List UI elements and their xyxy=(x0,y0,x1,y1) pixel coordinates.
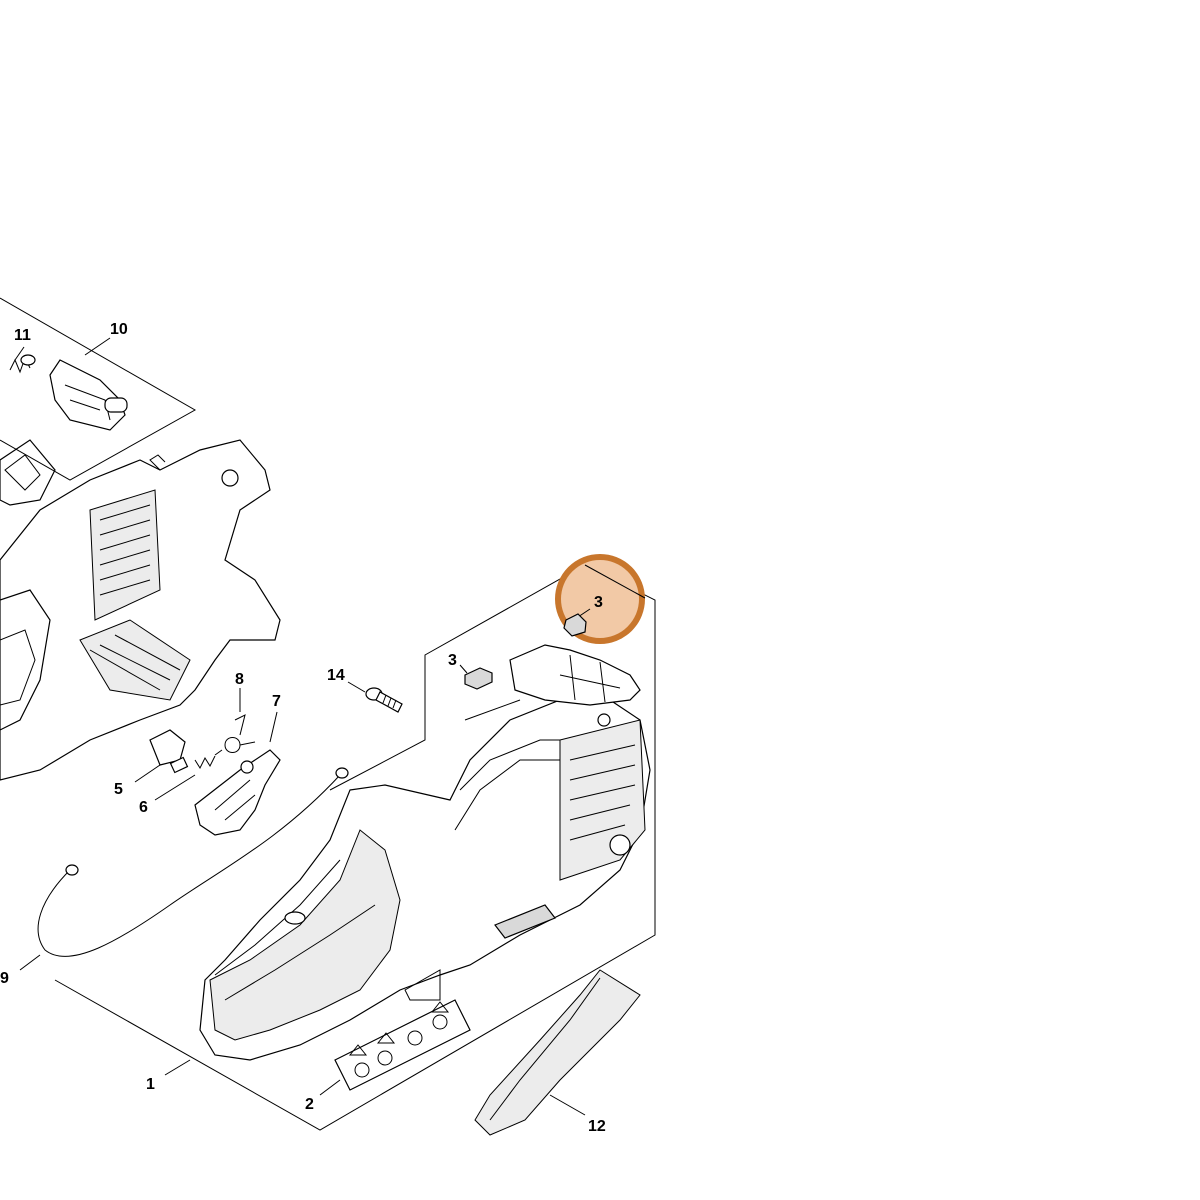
label-part-10: 10 xyxy=(110,321,128,338)
label-part-2: 2 xyxy=(305,1096,314,1113)
engine-housing-drawing xyxy=(0,297,281,781)
part-14-screw xyxy=(365,687,403,713)
label-part-9: 9 xyxy=(0,970,9,987)
part-8-torsion-spring xyxy=(214,714,256,756)
leader-lines xyxy=(14,337,586,1116)
label-part-8: 8 xyxy=(235,671,244,688)
part-6-spring xyxy=(194,755,216,770)
label-part-7: 7 xyxy=(272,693,281,710)
label-part-6: 6 xyxy=(139,799,148,816)
label-part-3-highlighted: 3 xyxy=(594,594,603,611)
part-9-cable xyxy=(37,767,349,957)
part-7-trigger xyxy=(194,749,281,836)
part-12-handle-strip xyxy=(474,969,641,1136)
part-3-rubber-pad xyxy=(464,667,493,690)
part-10-bracket xyxy=(49,359,128,431)
part-5-pivot xyxy=(149,729,189,774)
label-part-5: 5 xyxy=(114,781,123,798)
part-1-fan-housing xyxy=(199,644,651,1061)
part-11-clip xyxy=(9,354,36,374)
highlight-marker xyxy=(555,554,646,644)
label-part-1: 1 xyxy=(146,1076,155,1093)
part-2-warning-label xyxy=(334,999,471,1091)
label-part-11: 11 xyxy=(14,327,31,344)
label-part-14: 14 xyxy=(327,667,345,684)
label-part-3: 3 xyxy=(448,652,457,669)
label-part-12: 12 xyxy=(588,1118,606,1135)
